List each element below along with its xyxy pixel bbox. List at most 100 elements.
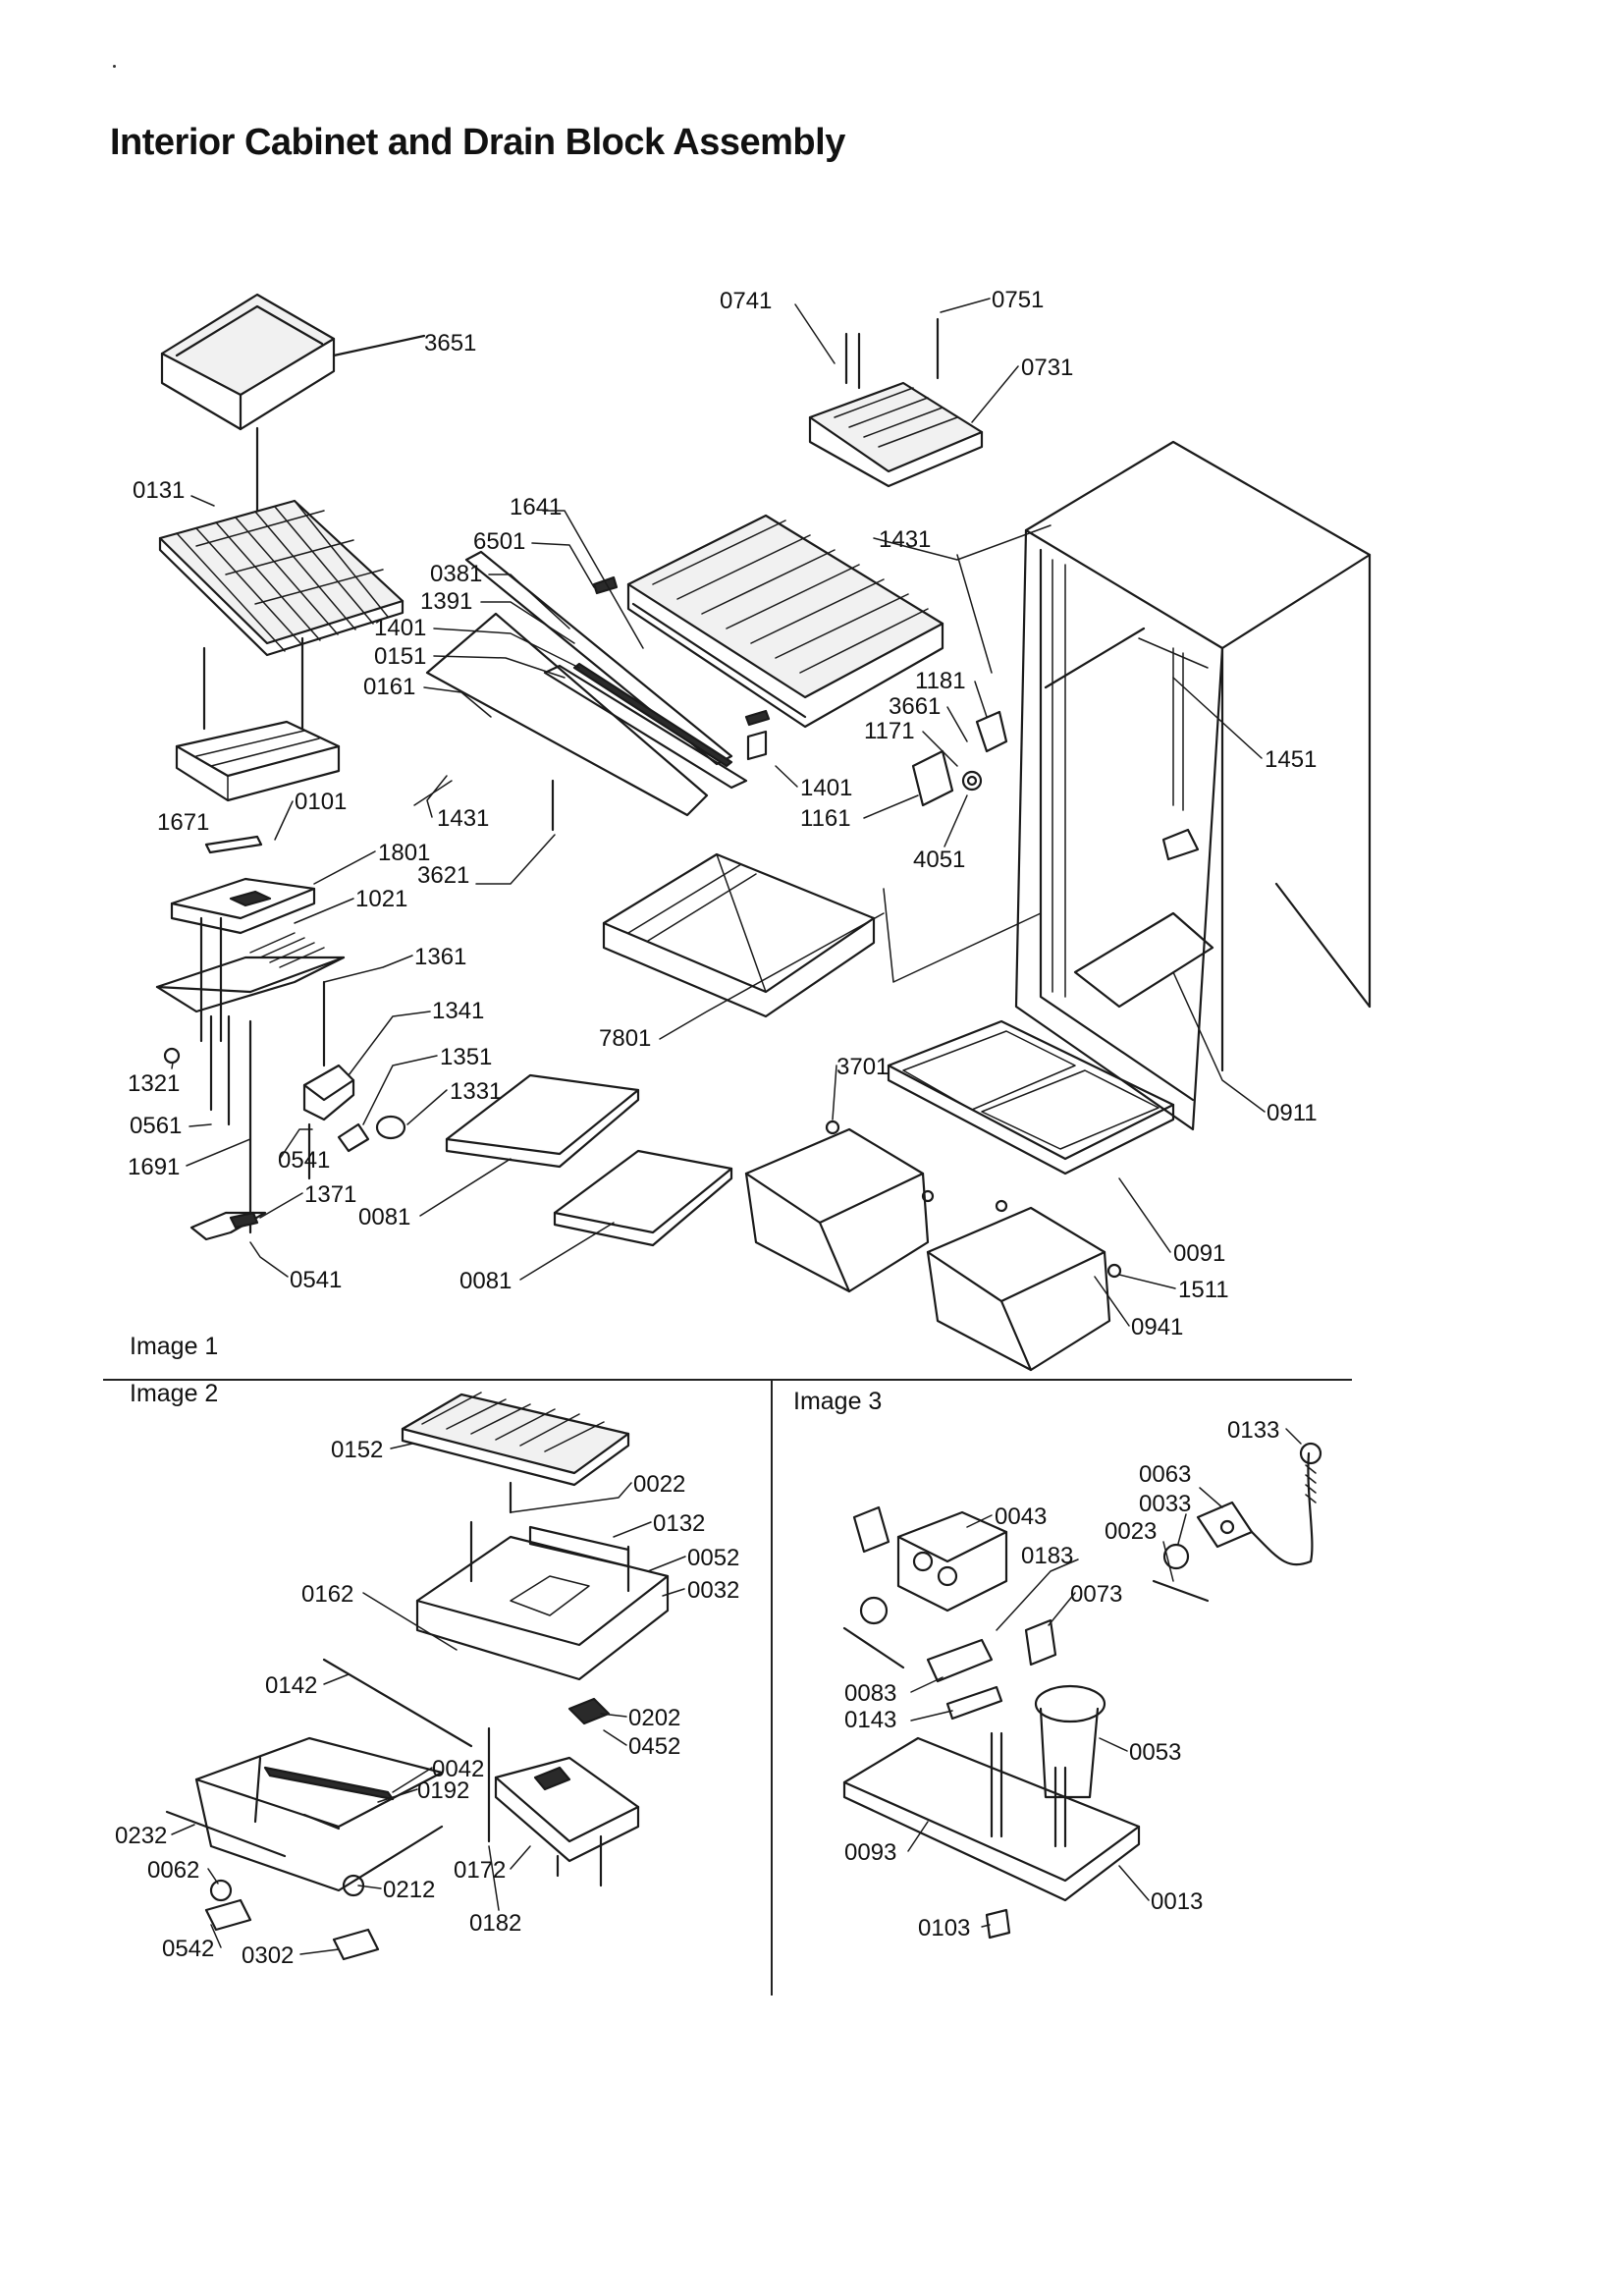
callout-3651: 3651 — [424, 330, 477, 356]
callout-0131: 0131 — [133, 477, 186, 504]
callout-6501: 6501 — [473, 528, 526, 555]
part-clip-6501 — [592, 575, 619, 595]
callout-0541-bottom: 0541 — [290, 1267, 343, 1293]
part-shelf-0152 — [401, 1392, 630, 1487]
callout-0042: 0042 — [432, 1756, 485, 1782]
part-ring-left — [859, 1596, 889, 1625]
callout-0911: 0911 — [1267, 1100, 1318, 1126]
callout-0381: 0381 — [430, 561, 483, 587]
callout-1451: 1451 — [1265, 746, 1318, 773]
callout-0212: 0212 — [383, 1877, 436, 1903]
callout-1341: 1341 — [432, 998, 485, 1024]
callout-1361: 1361 — [414, 944, 467, 970]
part-hinge-1371 — [189, 1211, 267, 1241]
part-rail-0151 — [543, 662, 748, 790]
callout-0052: 0052 — [687, 1545, 740, 1571]
part-foot-0302 — [332, 1928, 380, 1961]
callout-0022: 0022 — [633, 1471, 686, 1498]
callout-1801: 1801 — [378, 840, 431, 866]
part-bracket-left — [852, 1505, 890, 1554]
part-screw-3701 — [825, 1120, 840, 1135]
callout-1161: 1161 — [800, 805, 851, 832]
caption-image-2: Image 2 — [130, 1380, 219, 1407]
callout-0062: 0062 — [147, 1857, 200, 1884]
callout-0142: 0142 — [265, 1672, 318, 1699]
part-plate-0143 — [945, 1685, 1003, 1721]
callout-0162: 0162 — [301, 1581, 354, 1608]
callout-0731: 0731 — [1021, 355, 1074, 381]
callout-0561: 0561 — [130, 1113, 183, 1139]
part-tray-1021 — [155, 916, 346, 1043]
callout-0542: 0542 — [162, 1936, 215, 1962]
part-knob-0033 — [1162, 1543, 1190, 1570]
part-bar-left — [842, 1626, 905, 1669]
callout-0013: 0013 — [1151, 1888, 1204, 1915]
part-bar-0023 — [1152, 1579, 1210, 1603]
callout-0541-mid: 0541 — [278, 1147, 331, 1174]
part-basket-1671 — [175, 720, 341, 802]
callout-1181: 1181 — [915, 668, 966, 694]
part-cabinet-liner — [1014, 440, 1372, 1131]
part-crisper-cover-1641 — [626, 514, 944, 729]
callout-1671: 1671 — [157, 809, 210, 836]
part-clip-1401 — [744, 709, 771, 727]
callout-0081-lower: 0081 — [459, 1268, 512, 1294]
part-foot-0542 — [204, 1898, 252, 1932]
callout-0202: 0202 — [628, 1705, 681, 1731]
part-board-0172 — [494, 1756, 640, 1863]
part-shelf-0081b — [553, 1149, 733, 1247]
caption-image-1: Image 1 — [130, 1333, 219, 1360]
callout-0093: 0093 — [844, 1839, 897, 1866]
part-sensor-0133 — [1299, 1442, 1322, 1503]
part-rail-0232 — [165, 1810, 287, 1858]
callout-0302: 0302 — [242, 1942, 295, 1969]
part-cap-1351 — [337, 1122, 370, 1153]
callout-1391: 1391 — [420, 588, 473, 615]
part-wire-shelf-0131 — [158, 499, 404, 657]
callout-0133: 0133 — [1227, 1417, 1280, 1444]
callout-1371: 1371 — [304, 1181, 357, 1208]
callout-0232: 0232 — [115, 1823, 168, 1849]
callout-0043: 0043 — [995, 1503, 1048, 1530]
callout-1431-top: 1431 — [879, 526, 932, 553]
callout-0103: 0103 — [918, 1915, 971, 1941]
part-valve-0043 — [896, 1510, 1008, 1613]
part-block-0103 — [985, 1908, 1011, 1940]
callout-0023: 0023 — [1105, 1518, 1158, 1545]
part-bracket-0731 — [808, 381, 984, 488]
part-shelf-0081a — [445, 1073, 640, 1169]
callout-0452: 0452 — [628, 1733, 681, 1760]
callout-0192: 0192 — [417, 1777, 470, 1804]
part-base-0042 — [194, 1736, 444, 1892]
callout-0101: 0101 — [295, 789, 348, 815]
callout-0182: 0182 — [469, 1910, 522, 1937]
part-base-0013 — [842, 1731, 1141, 1902]
callout-1171: 1171 — [864, 718, 915, 744]
callout-0941: 0941 — [1131, 1314, 1184, 1340]
part-cap-0062 — [209, 1879, 233, 1902]
part-bin-3651 — [160, 293, 336, 431]
callout-1331: 1331 — [450, 1078, 503, 1105]
callout-1401-right: 1401 — [800, 775, 853, 801]
part-bracket-1161 — [911, 710, 1008, 807]
page-title: Interior Cabinet and Drain Block Assembl… — [110, 122, 845, 163]
part-plate-0083 — [926, 1638, 994, 1683]
stray-dot — [113, 65, 116, 68]
callout-0172: 0172 — [454, 1857, 507, 1884]
part-drawer-frame-0091 — [887, 1019, 1175, 1175]
callout-7801: 7801 — [599, 1025, 652, 1052]
part-tray-1801 — [170, 877, 316, 935]
callout-0073: 0073 — [1070, 1581, 1123, 1608]
callout-1021: 1021 — [355, 886, 408, 912]
callout-0143: 0143 — [844, 1707, 897, 1733]
callout-0741: 0741 — [720, 288, 773, 314]
callout-0032: 0032 — [687, 1577, 740, 1604]
part-bracket-1341 — [302, 1064, 355, 1121]
part-bracket-0073 — [1024, 1618, 1057, 1667]
part-drawer-housing-0032 — [415, 1520, 670, 1681]
callout-1431-mid: 1431 — [437, 805, 490, 832]
part-clip-1321 — [163, 1047, 181, 1065]
callout-0151: 0151 — [374, 643, 427, 670]
